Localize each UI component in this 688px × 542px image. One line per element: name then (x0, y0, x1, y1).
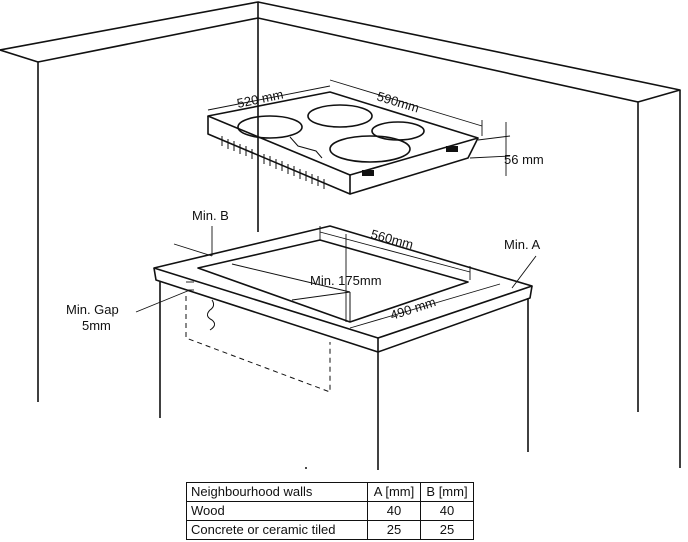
hob-bracket-icon (446, 146, 458, 152)
cutout-opening (197, 239, 469, 323)
induction-hob (207, 91, 479, 195)
min-depth-label: Min. 175mm (310, 273, 382, 288)
min-b-label: Min. B (192, 208, 229, 223)
hob-height-label: 56 mm (504, 152, 544, 167)
table-cell: Concrete or ceramic tiled (186, 520, 368, 540)
cutout-depth-label: 490 mm (388, 294, 437, 323)
min-gap-label: Min. Gap (66, 302, 119, 317)
cutout-dimensions (135, 226, 537, 329)
vent-slots (221, 136, 325, 189)
hob-width-label: 590mm (375, 89, 421, 116)
table-header-cell: A [mm] (367, 482, 421, 502)
worktop (153, 225, 533, 353)
min-gap-value-label: 5mm (82, 318, 111, 333)
cooking-zone-front-left (237, 115, 303, 139)
cutout-width-label: 560mm (369, 226, 415, 252)
hob-dimensions (207, 79, 511, 176)
hob-depth-label: 520 mm (236, 86, 285, 110)
cooking-zone-back-left (307, 104, 373, 128)
room-walls (0, 1, 681, 468)
cooking-zone-back-right (371, 121, 425, 141)
table-cell: 25 (420, 520, 474, 540)
table-cell: 25 (367, 520, 421, 540)
hob-bracket-icon (362, 170, 374, 176)
table-row: Concrete or ceramic tiled 25 25 (186, 520, 474, 540)
table-header-cell: Neighbourhood walls (186, 482, 368, 502)
table-header-row: Neighbourhood walls A [mm] B [mm] (186, 482, 474, 502)
table-cell: 40 (367, 501, 421, 521)
table-header-cell: B [mm] (420, 482, 474, 502)
table-row: Wood 40 40 (186, 501, 474, 521)
table-cell: 40 (420, 501, 474, 521)
min-a-label: Min. A (504, 237, 540, 252)
cabinet (159, 282, 529, 470)
cooking-zone-front-right (329, 135, 411, 163)
table-cell: Wood (186, 501, 368, 521)
clearance-table: Neighbourhood walls A [mm] B [mm] Wood 4… (186, 482, 474, 540)
